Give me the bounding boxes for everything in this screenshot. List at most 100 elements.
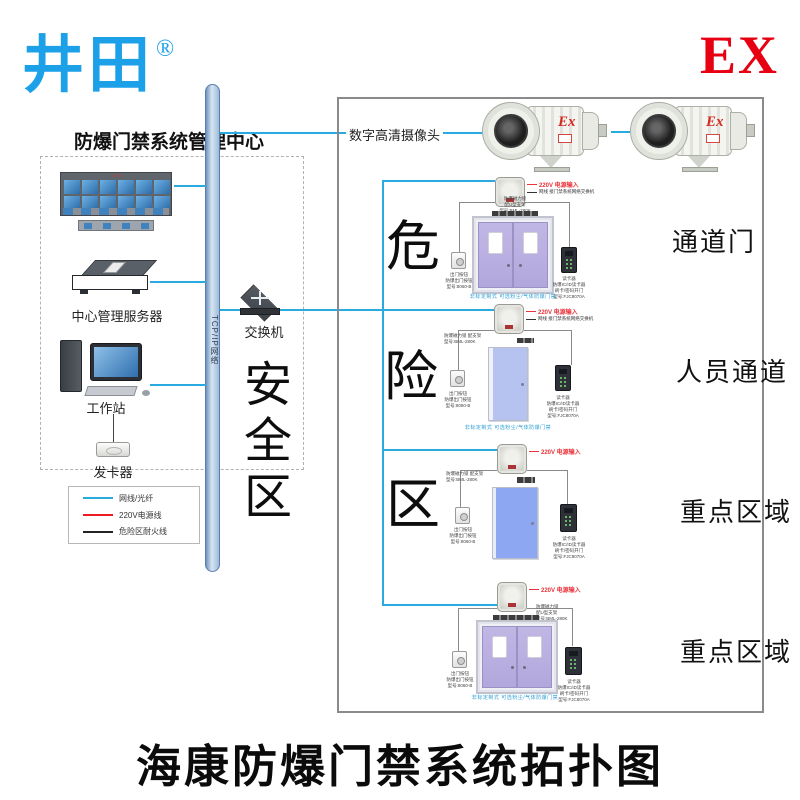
sec1-card-reader-icon [561, 247, 577, 273]
sec2-wire [458, 330, 494, 331]
branch-line-sec4 [383, 604, 497, 606]
legend-label: 网线/光纤 [119, 493, 154, 503]
camera-base [534, 167, 570, 172]
sec4-maglock-icon [493, 615, 539, 620]
switch-arrows-icon [259, 291, 261, 305]
sec2-lock-label: 防爆磁力锁 配支架 型号:BML-280K [444, 333, 482, 345]
door-panel [482, 626, 517, 688]
management-center-box [40, 156, 304, 470]
sec4-double-door-icon [476, 620, 558, 694]
sec2-card-reader-label: 读卡器 防爆IC/ID读卡器 刷卡/密码开门 型号:FJC8070A [546, 395, 580, 419]
sec4-area-label: 重点区域 [680, 638, 793, 667]
monitor-wall-frame: LED [60, 172, 172, 216]
sec4-wire [458, 608, 497, 609]
sec3-card-reader-label: 读卡器 防爆IC/ID读卡器 刷卡/密码开门 型号:FJC8070A [552, 536, 586, 560]
sec1-door-note: 非标定制式 可选粉尘/气体防爆门禁 [469, 294, 557, 300]
sec4-wire [458, 608, 459, 651]
camera-mount [540, 156, 562, 168]
sec3-wire [460, 470, 497, 471]
sec1-wire [525, 202, 569, 203]
monitor-wall-screens [64, 180, 170, 209]
safe-zone-label: 安 全 区 [244, 362, 292, 522]
sec2-single-door-icon [488, 347, 528, 421]
explosion-proof-camera-icon: Ex [630, 100, 758, 176]
safe-zone-char: 全 [244, 415, 293, 468]
camera-base [682, 167, 718, 172]
page-title: 海康防爆门禁系统拓扑图 [135, 742, 664, 792]
sec3-wire [527, 470, 567, 471]
sec2-net-label: 网线 接门禁系统网络交换机 [538, 316, 594, 321]
sec4-card-reader-label: 读卡器 防爆IC/ID读卡器 刷卡/密码开门 型号:FJC8070A [557, 679, 591, 703]
sec3-lock-label: 防爆磁力锁 配支架 型号:BML-280K [446, 471, 484, 483]
sec1-area-label: 通道门 [672, 228, 757, 257]
tcpip-backbone-label: TCP/IP网络 [210, 315, 219, 365]
sec4-exit-button-label: 出门按钮 防爆出门按钮 型号:8060-B [446, 671, 474, 689]
door-knob [507, 264, 510, 267]
sec3-card-reader-icon [560, 504, 577, 532]
legend-item-power: 220V电源线 [83, 510, 199, 521]
net-line-workstation-backbone [150, 384, 206, 386]
monitor-wall-led-label: LED [113, 173, 121, 178]
sec2-wire [458, 330, 459, 370]
danger-zone-char: 险 [384, 347, 438, 407]
legend-label: 220V电源线 [119, 510, 162, 520]
legend-item-fire: 危险区耐火线 [83, 526, 199, 537]
sec3-power-dash [529, 451, 539, 452]
door-window [527, 636, 542, 658]
legend: 网线/光纤 220V电源线 危险区耐火线 [68, 486, 200, 544]
door-window [492, 636, 507, 658]
sec4-power-label: 220V 电源输入 [541, 588, 581, 594]
safe-zone-char: 安 [244, 359, 293, 412]
pc-monitor [90, 343, 142, 381]
sec3-exit-button-icon [455, 507, 470, 524]
camera-rear [730, 112, 747, 150]
monitor-wall-icon: LED [60, 170, 174, 234]
sec1-wire [459, 202, 460, 252]
door-panel [513, 222, 548, 288]
sec3-area-label: 重点区域 [680, 498, 793, 527]
camera-ex-badge: Ex [706, 114, 724, 130]
branch-line-sec1 [383, 180, 495, 182]
zone-trunk-line [382, 180, 384, 606]
sec2-net-dash [526, 319, 536, 320]
sec2-exit-button-label: 出门按钮 防爆出门按钮 型号:8060-B [444, 391, 472, 409]
console-desk [78, 220, 154, 231]
sec2-wire [571, 330, 572, 365]
brand-logo-text: 井田 [22, 32, 155, 100]
sec4-exit-button-icon [452, 651, 467, 668]
sec3-wire [460, 470, 461, 507]
sec2-power-dash [526, 311, 536, 312]
pc-mouse [142, 390, 150, 396]
camera-gland [746, 124, 755, 137]
card-issuer-label: 发卡器 [93, 465, 133, 480]
sec2-door-note: 非标定制式 可选粉尘/气体防爆门禁 [464, 425, 552, 431]
monitor-wall-lower-row [63, 208, 169, 215]
sec1-power-label: 220V 电源输入 [539, 183, 579, 189]
sec1-exit-button-icon [451, 252, 466, 269]
workstation-label: 工作站 [86, 401, 126, 416]
sec1-exit-button-label: 出门按钮 防爆出门按钮 型号:8060-B [445, 272, 473, 290]
net-line-wall-backbone [174, 185, 206, 187]
sec2-wire [524, 330, 571, 331]
camera-ex-badge: Ex [558, 114, 576, 130]
ex-mark: EX [700, 25, 780, 85]
sec2-controller-icon [494, 304, 524, 334]
sec4-card-reader-icon [565, 647, 582, 675]
sec2-card-reader-icon [555, 365, 571, 391]
sec3-power-label: 220V 电源输入 [541, 450, 581, 456]
server-label: 中心管理服务器 [71, 309, 163, 324]
sec3-exit-button-label: 出门按钮 防爆出门按钮 型号:8060-B [449, 527, 477, 545]
server-icon [72, 258, 164, 304]
workstation-icon [58, 338, 152, 402]
door-knob [511, 666, 514, 669]
sec4-lock-label: 防爆磁力锁 配U型支架 型号:BML-280K [536, 604, 568, 622]
sec2-exit-button-icon [450, 370, 465, 387]
sec4-wire [572, 608, 573, 646]
camera-gland [598, 124, 607, 137]
sec1-maglock-icon [492, 211, 538, 216]
server-front-face [72, 275, 148, 290]
danger-zone-char: 区 [386, 475, 440, 535]
net-line-camera-camera [611, 131, 630, 133]
sec2-power-label: 220V 电源输入 [538, 310, 578, 316]
